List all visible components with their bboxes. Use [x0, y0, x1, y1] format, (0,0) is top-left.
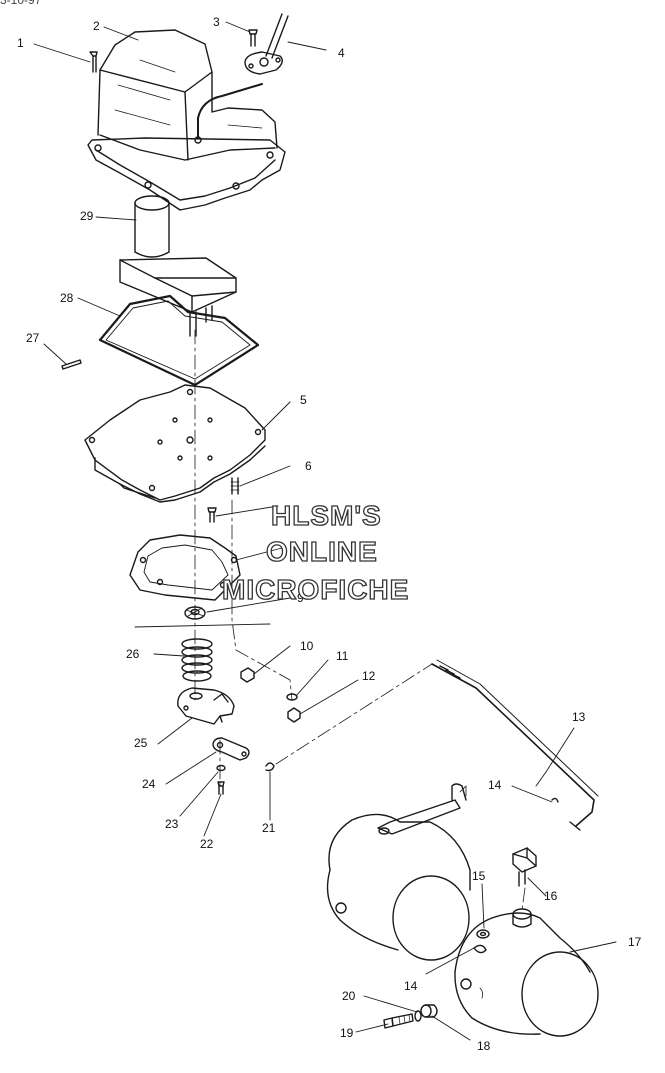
- callout-20: 20: [342, 989, 356, 1003]
- bolt-part-19: [384, 1014, 413, 1028]
- callout-5: 5: [300, 393, 307, 407]
- callout-26: 26: [126, 647, 140, 661]
- callout-24: 24: [142, 777, 156, 791]
- callout-2: 2: [93, 19, 100, 33]
- top-crop-text: 3-10-97: [0, 0, 42, 7]
- callout-28: 28: [60, 291, 74, 305]
- callout-1: 1: [17, 36, 24, 50]
- clip-part-14-upper: [552, 798, 558, 802]
- steering-nozzle-upper: [328, 784, 470, 960]
- grommet-part-4: [245, 14, 288, 74]
- lever-part-24: [213, 738, 249, 760]
- spring-part-26: [182, 639, 212, 681]
- watermark-line-1: HLSM'S: [270, 500, 382, 531]
- callout-16: 16: [544, 889, 558, 903]
- callout-14-upper: 14: [488, 778, 502, 792]
- callout-6: 6: [305, 459, 312, 473]
- washer-part-23: [217, 766, 225, 771]
- callout-22: 22: [200, 837, 214, 851]
- leader-lines: [34, 22, 616, 1040]
- washer-part-20: [415, 1011, 421, 1021]
- watermark-line-2: ONLINE: [265, 536, 378, 567]
- callout-17: 17: [628, 935, 642, 949]
- screw-part-22: [218, 782, 224, 794]
- callout-10: 10: [300, 639, 314, 653]
- rod-part-13: [432, 660, 598, 830]
- washer-part-15: [477, 930, 489, 938]
- pin-part-27: [62, 360, 81, 369]
- callout-9: 9: [297, 591, 304, 605]
- callout-18: 18: [477, 1039, 491, 1053]
- callout-23: 23: [165, 817, 179, 831]
- callout-12: 12: [362, 669, 376, 683]
- screw-part-1: [90, 52, 97, 72]
- gasket-part-28: [100, 296, 258, 385]
- screw-part-3: [249, 30, 257, 46]
- bushing-part-18: [421, 1005, 437, 1017]
- callout-11: 11: [336, 649, 349, 663]
- nut-part-10: [241, 668, 254, 682]
- fitting-part-16: [513, 848, 536, 886]
- callout-29: 29: [80, 209, 94, 223]
- callout-14-lower: 14: [404, 979, 418, 993]
- stud-part-6: [231, 478, 239, 494]
- callout-3: 3: [213, 15, 220, 29]
- callout-13: 13: [572, 710, 586, 724]
- nut-part-12: [288, 708, 300, 722]
- watermark-line-3: MICROFICHE: [221, 574, 410, 605]
- callout-4: 4: [338, 46, 345, 60]
- section-line: [135, 624, 270, 627]
- cover-part-2: [88, 30, 285, 210]
- plate-part-5: [85, 385, 265, 502]
- motor-part-29: [120, 196, 236, 336]
- callout-19: 19: [340, 1026, 354, 1040]
- lower-gasket: [130, 535, 240, 600]
- callout-21: 21: [262, 821, 276, 835]
- assembly-centerlines: [195, 330, 525, 910]
- clip-part-21: [266, 763, 274, 771]
- clip-part-14-lower: [474, 945, 486, 952]
- callout-27: 27: [26, 331, 40, 345]
- callout-25: 25: [134, 736, 148, 750]
- cam-part-25: [178, 688, 234, 724]
- screw-below-plate: [208, 508, 216, 522]
- steering-nozzle-part-17: [455, 909, 598, 1036]
- callout-15: 15: [472, 869, 486, 883]
